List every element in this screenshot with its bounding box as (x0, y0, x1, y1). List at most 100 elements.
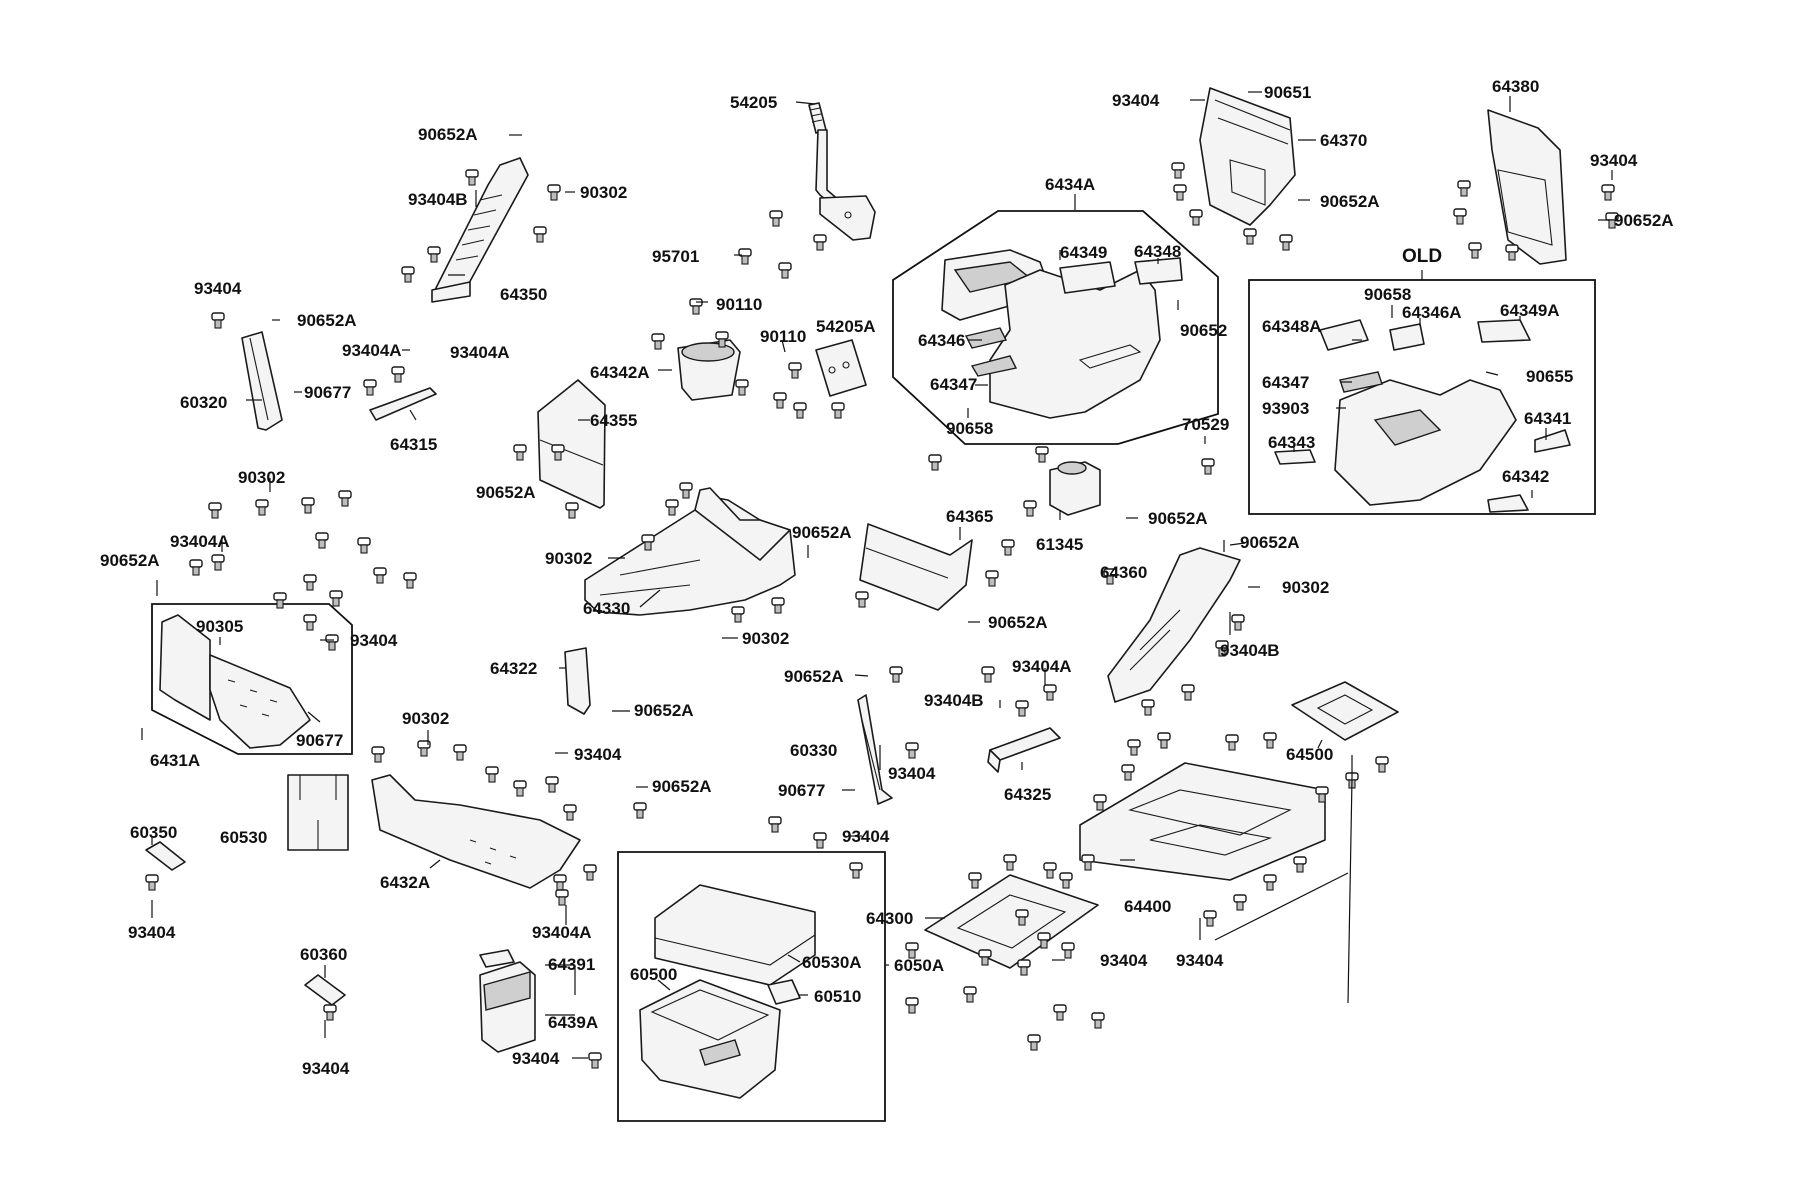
part-labels: 54205 90652A 93404B 90302 95701 90110 54… (100, 77, 1674, 1078)
bolt (465, 169, 479, 186)
group-frame-6434A (892, 210, 1219, 445)
label-64365: 64365 (946, 507, 993, 526)
label-70529: 70529 (1182, 415, 1229, 434)
bracket-64322-part (564, 647, 591, 715)
label-93404-k: 93404 (1100, 951, 1148, 970)
bolt (1053, 1004, 1067, 1021)
bolt (679, 482, 693, 499)
bolt (255, 499, 269, 516)
bolt (1081, 854, 1095, 871)
label-93404A: 93404A (342, 341, 402, 360)
bolt (553, 874, 567, 891)
label-90652A-m: 90652A (1614, 211, 1674, 230)
bolt (1453, 208, 1467, 225)
bolt (1001, 539, 1015, 556)
label-64348A: 64348A (1262, 317, 1322, 336)
label-90652A-g: 90652A (652, 777, 712, 796)
bolt (633, 802, 647, 819)
label-93404A-c: 93404A (170, 532, 230, 551)
label-90302-b: 90302 (238, 468, 285, 487)
label-93404-i: 93404 (1112, 91, 1160, 110)
label-6431A: 6431A (150, 751, 200, 770)
label-60530: 60530 (220, 828, 267, 847)
bolt (905, 997, 919, 1014)
panel-64380-part (1487, 109, 1567, 265)
label-64342A: 64342A (590, 363, 650, 382)
bolt (1015, 909, 1029, 926)
bracket-60330-part (857, 694, 893, 805)
label-60350: 60350 (130, 823, 177, 842)
footboard-6432A-part (371, 774, 581, 889)
panel-64370-part (1199, 87, 1296, 226)
bolt (735, 379, 749, 396)
label-93404A-b: 93404A (450, 343, 510, 362)
bolt (357, 537, 371, 554)
bracket-60350-part (145, 841, 186, 871)
label-64300: 64300 (866, 909, 913, 928)
label-90652A-b: 90652A (297, 311, 357, 330)
label-64325: 64325 (1004, 785, 1051, 804)
label-93404-e: 93404 (574, 745, 622, 764)
label-90302-d: 90302 (545, 549, 592, 568)
bolt (963, 986, 977, 1003)
leader-lines (141, 91, 1613, 1059)
label-90305: 90305 (196, 617, 243, 636)
bolt (208, 502, 222, 519)
group-frame-6050A (617, 851, 886, 1122)
label-old: OLD (1402, 246, 1442, 267)
bolt (1103, 568, 1117, 585)
bolt (545, 776, 559, 793)
label-6432A: 6432A (380, 873, 430, 892)
label-90110-b: 90110 (760, 327, 806, 346)
bolt (1043, 684, 1057, 701)
label-64400: 64400 (1124, 897, 1171, 916)
label-64349: 64349 (1060, 243, 1107, 262)
bolt (985, 570, 999, 587)
bolt (563, 804, 577, 821)
bolt (771, 597, 785, 614)
bolt (978, 949, 992, 966)
bolt (401, 266, 415, 283)
bolt (325, 634, 339, 651)
bolt (583, 864, 597, 881)
bracket-60360-part (304, 974, 346, 1006)
label-64355: 64355 (590, 411, 637, 430)
bolt (1203, 910, 1217, 927)
plate-64500-part (1291, 681, 1399, 741)
label-64350: 64350 (500, 285, 547, 304)
label-6434A: 6434A (1045, 175, 1095, 194)
label-64346: 64346 (918, 331, 965, 350)
bolt (453, 744, 467, 761)
cup-61345-part (1049, 461, 1101, 516)
label-93404-b: 93404 (350, 631, 398, 650)
bolt (813, 234, 827, 251)
label-93404A-e: 93404A (1012, 657, 1072, 676)
label-60360: 60360 (300, 945, 347, 964)
bolt (1181, 684, 1195, 701)
bolt (547, 184, 561, 201)
bolt (1015, 700, 1029, 717)
bolt (778, 262, 792, 279)
label-64341: 64341 (1524, 409, 1571, 428)
bolt (273, 592, 287, 609)
cup-holder-64342A-part (677, 339, 741, 401)
label-90110: 90110 (716, 295, 762, 314)
label-90652: 90652 (1180, 321, 1227, 340)
bolt (1043, 862, 1057, 879)
label-93404-l: 93404 (1176, 951, 1224, 970)
bolt (551, 444, 565, 461)
label-60320: 60320 (180, 393, 227, 412)
bolt (1027, 1034, 1041, 1051)
label-93404-f: 93404 (512, 1049, 560, 1068)
bolt (315, 532, 329, 549)
bolt (1091, 1012, 1105, 1029)
bolt (968, 872, 982, 889)
bolt (1375, 756, 1389, 773)
label-64370: 64370 (1320, 131, 1367, 150)
old-console-part (1274, 319, 1571, 513)
bolt (303, 614, 317, 631)
label-90652A-e: 90652A (792, 523, 852, 542)
label-93404A-d: 93404A (532, 923, 592, 942)
bolt (689, 298, 703, 315)
